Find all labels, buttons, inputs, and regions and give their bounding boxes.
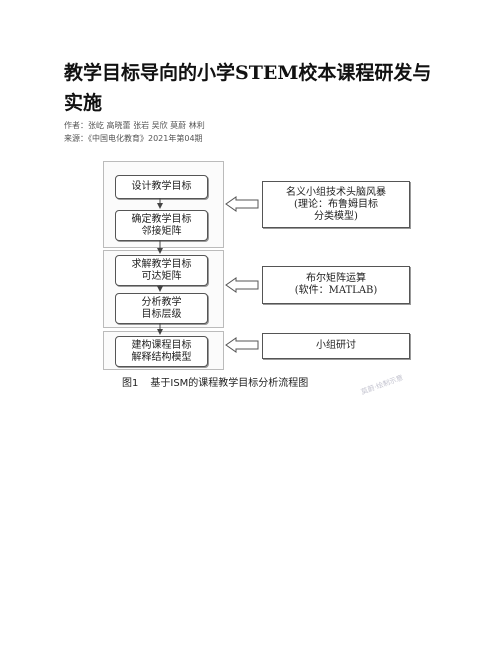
method-boolean-matrix: 布尔矩阵运算 (软件：MATLAB) (262, 266, 410, 304)
article-title: 教学目标导向的小学STEM校本课程研发与实施 (64, 62, 432, 114)
article-source: 来源：《中国电化教育》2021年第04期 (64, 134, 203, 143)
step-design-objectives: 设计教学目标 (115, 175, 208, 199)
caption-text: 基于ISM的课程教学目标分析流程图 (150, 378, 309, 389)
arrow-left-3 (225, 337, 259, 353)
step-level-analysis: 分析教学 目标层级 (115, 293, 208, 324)
article-authors: 作者：张屹 高晓蕾 张岩 吴欣 莫蔚 林利 (64, 121, 205, 130)
arrow-left-1 (225, 196, 259, 212)
figure-caption: 图1 基于ISM的课程教学目标分析流程图 (122, 374, 308, 389)
step-ism-structure-model: 建构课程目标 解释结构模型 (115, 336, 208, 367)
step-reachability-matrix: 求解教学目标 可达矩阵 (115, 255, 208, 286)
step-adjacency-matrix: 确定教学目标 邻接矩阵 (115, 210, 208, 241)
method-nominal-group-brainstorm: 名义小组技术头脑风暴 (理论：布鲁姆目标 分类模型) (262, 181, 410, 228)
arrow-left-2 (225, 277, 259, 293)
caption-number: 图1 (122, 378, 139, 389)
method-group-discussion: 小组研讨 (262, 333, 410, 359)
